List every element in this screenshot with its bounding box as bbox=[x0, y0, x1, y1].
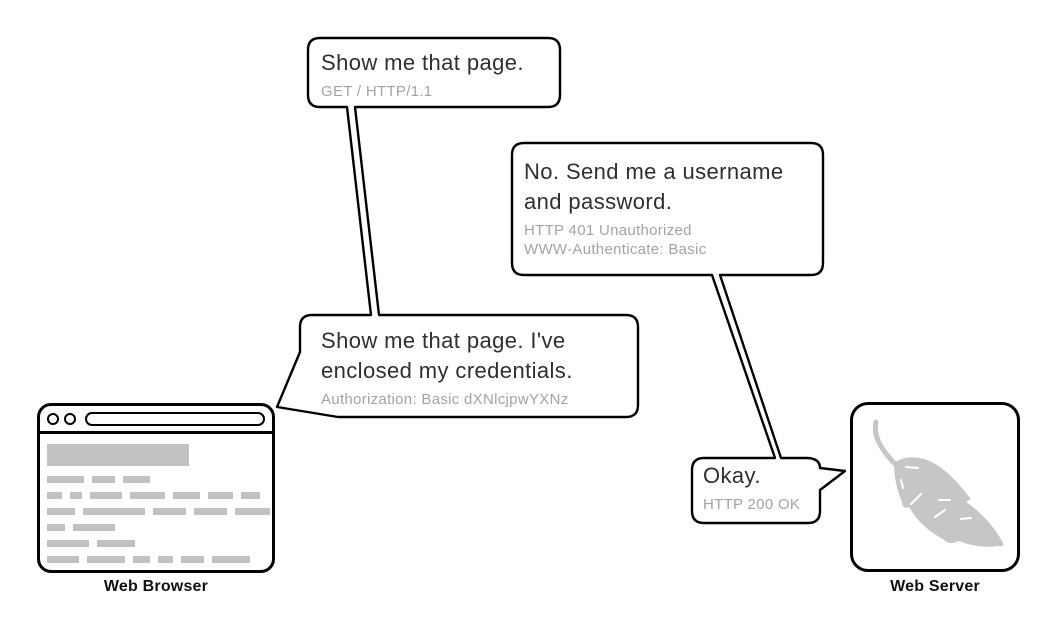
text-line: GET / HTTP/1.1 bbox=[321, 83, 433, 100]
skeleton-block bbox=[97, 540, 135, 547]
skeleton-block bbox=[47, 524, 65, 531]
bubble-protocol-text: Authorization: Basic dXNlcjpwYXNz bbox=[321, 390, 573, 409]
text-line: Show me that page. bbox=[321, 50, 524, 75]
web-server-label: Web Server bbox=[890, 578, 980, 595]
text-line: WWW-Authenticate: Basic bbox=[524, 241, 707, 258]
browser-window-graphic bbox=[37, 403, 275, 573]
skeleton-block bbox=[47, 492, 62, 499]
text-line: enclosed my credentials. bbox=[321, 358, 573, 383]
skeleton-block bbox=[47, 476, 84, 483]
skeleton-block bbox=[123, 476, 150, 483]
skeleton-row bbox=[47, 556, 265, 563]
browser-titlebar bbox=[40, 406, 272, 434]
skeleton-block bbox=[83, 508, 145, 515]
text-line: Authorization: Basic dXNlcjpwYXNz bbox=[321, 391, 569, 408]
skeleton-block bbox=[87, 556, 125, 563]
skeleton-block bbox=[173, 492, 200, 499]
skeleton-block bbox=[90, 492, 122, 499]
skeleton-block bbox=[212, 556, 250, 563]
web-browser-label: Web Browser bbox=[103, 578, 209, 595]
bubble-protocol-text: GET / HTTP/1.1 bbox=[321, 82, 524, 101]
bubble-main-text: Okay. bbox=[703, 461, 800, 491]
skeleton-block bbox=[70, 492, 82, 499]
text-line: Show me that page. I've bbox=[321, 328, 566, 353]
skeleton-row bbox=[47, 508, 270, 515]
skeleton-block bbox=[47, 540, 89, 547]
bubble-protocol-text: HTTP 401 Unauthorized WWW-Authenticate: … bbox=[524, 221, 784, 259]
text-line: and password. bbox=[524, 189, 673, 214]
speech-bubble-request-1: Show me that page. GET / HTTP/1.1 bbox=[321, 48, 524, 101]
skeleton-block bbox=[158, 556, 173, 563]
bubble-main-text: Show me that page. bbox=[321, 48, 524, 78]
skeleton-block bbox=[241, 492, 260, 499]
skeleton-row bbox=[47, 524, 265, 531]
skeleton-block bbox=[92, 476, 115, 483]
skeleton-row bbox=[47, 540, 265, 547]
skeleton-block bbox=[235, 508, 270, 515]
window-button-icon bbox=[64, 412, 76, 425]
text-line: Okay. bbox=[703, 463, 761, 488]
bubble-main-text: No. Send me a username and password. bbox=[524, 157, 784, 217]
text-line: HTTP 200 OK bbox=[703, 496, 801, 513]
text-line: HTTP 401 Unauthorized bbox=[524, 222, 692, 239]
skeleton-row bbox=[47, 492, 265, 499]
response-bubbles-outline bbox=[510, 141, 847, 525]
address-bar bbox=[85, 411, 265, 426]
speech-bubble-response-200: Okay. HTTP 200 OK bbox=[703, 461, 800, 514]
speech-bubble-response-401: No. Send me a username and password. HTT… bbox=[524, 157, 784, 259]
bubble-main-text: Show me that page. I've enclosed my cred… bbox=[321, 326, 573, 386]
skeleton-block bbox=[73, 524, 115, 531]
skeleton-row bbox=[47, 476, 265, 483]
request-bubbles-outline bbox=[275, 36, 640, 419]
skeleton-block bbox=[133, 556, 150, 563]
skeleton-block bbox=[153, 508, 186, 515]
server-box-graphic bbox=[850, 402, 1020, 572]
bubble-protocol-text: HTTP 200 OK bbox=[703, 495, 800, 514]
speech-bubble-request-2: Show me that page. I've enclosed my cred… bbox=[321, 326, 573, 409]
skeleton-block bbox=[181, 556, 204, 563]
text-line: No. Send me a username bbox=[524, 159, 784, 184]
skeleton-block bbox=[47, 556, 79, 563]
skeleton-block bbox=[194, 508, 227, 515]
skeleton-block bbox=[47, 508, 75, 515]
apache-feather-icon bbox=[872, 419, 1004, 547]
content-skeleton bbox=[40, 434, 272, 563]
skeleton-heading-block bbox=[47, 444, 189, 466]
skeleton-block bbox=[130, 492, 165, 499]
window-button-icon bbox=[47, 412, 59, 425]
skeleton-block bbox=[208, 492, 233, 499]
